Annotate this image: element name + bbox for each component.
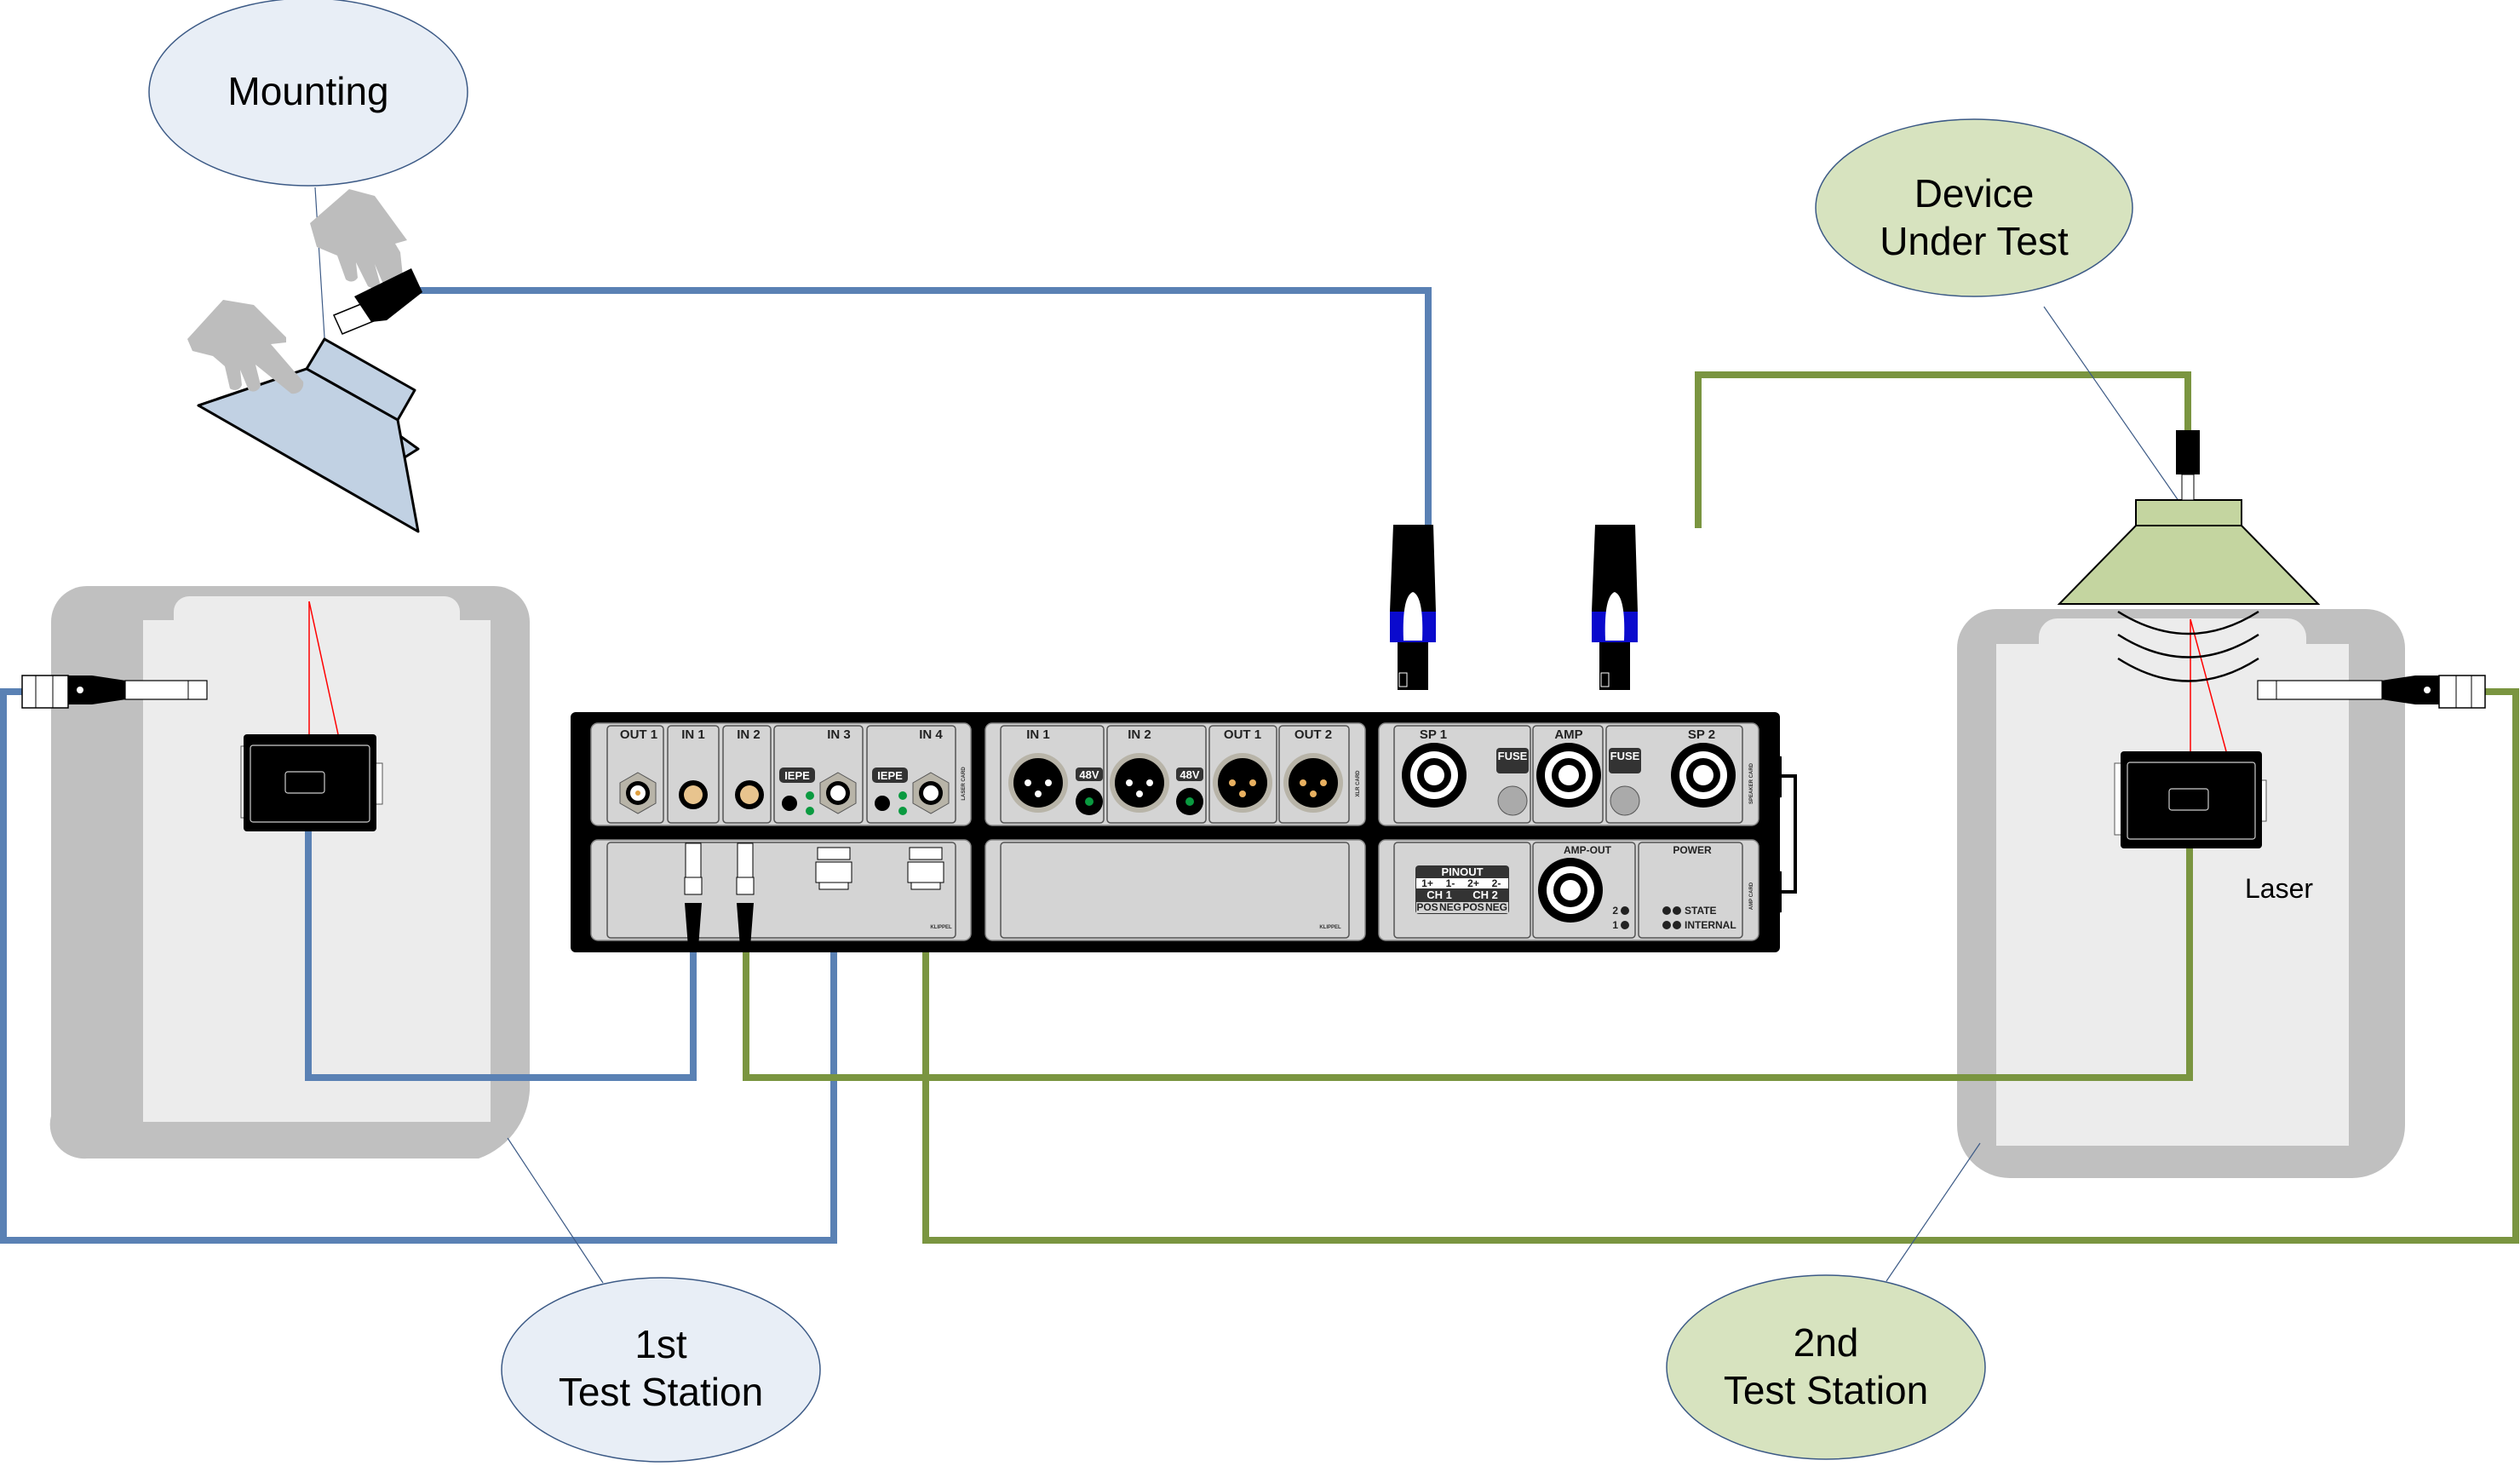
speakon-plug-sp1 — [1390, 525, 1436, 690]
card-side-label: XLR CARD — [1356, 770, 1361, 797]
xlr-card: IN 1 IN 2 OUT 1 OUT 2 48V 48V XLR CARD K… — [984, 722, 1366, 941]
power-indicator-internal: INTERNAL — [1685, 919, 1736, 931]
power-label: POWER — [1673, 844, 1712, 856]
first-test-station — [49, 586, 531, 1159]
laser-label: Laser — [2245, 873, 2313, 904]
svg-text:2-: 2- — [1492, 877, 1501, 889]
speaker-card-slot-label: SP 2 — [1688, 727, 1715, 742]
fuse-label: FUSE — [1498, 750, 1528, 762]
bnc-connector-out1[interactable] — [619, 772, 657, 814]
xlr-card-slot-label: OUT 2 — [1294, 727, 1332, 742]
pinout-table: PINOUT 1+ 1- 2+ 2- CH 1 CH 2 POS NEG POS… — [1415, 865, 1509, 914]
hand-icon — [187, 300, 304, 394]
fuse-label: FUSE — [1610, 750, 1640, 762]
measurement-rack: OUT 1 IN 1 IN 2 IN 3 IN 4 IEPE IEPE — [571, 712, 1780, 952]
cable-microphone2-to-in4 — [922, 688, 2519, 1244]
iepe-badge: IEPE — [877, 769, 903, 782]
laser-card-slot-label: OUT 1 — [620, 727, 657, 742]
svg-text:POS: POS — [1416, 901, 1438, 913]
card-side-label: SPEAKER CARD — [1749, 762, 1754, 804]
brand-logo: KLIPPEL — [1319, 925, 1341, 930]
callout-station1-line2: Test Station — [559, 1370, 763, 1414]
cable-mounting-sensor-to-sp1 — [375, 287, 1432, 528]
speaker-card: SP 1 AMP SP 2 FUSE FUSE SPEAKER CARD — [1378, 722, 1759, 826]
speakon-plug-sp2 — [1592, 525, 1638, 690]
mounting-horn — [197, 337, 420, 533]
svg-text:NEG: NEG — [1439, 901, 1461, 913]
xlr-input-in2[interactable] — [1110, 753, 1169, 813]
xlr-card-slot-label: IN 2 — [1128, 727, 1151, 742]
svg-text:1-: 1- — [1446, 877, 1455, 889]
lemo-plug-in1 — [684, 842, 703, 947]
microphone-1 — [21, 675, 208, 709]
cable-laser1-to-in1 — [305, 831, 697, 1081]
laser-card-slot-label: IN 1 — [681, 727, 705, 742]
callout-device-under-test: Device Under Test — [1815, 118, 2191, 519]
callout-station2-line2: Test Station — [1724, 1368, 1928, 1412]
xlr-output-out2[interactable] — [1283, 753, 1343, 813]
laser-card: OUT 1 IN 1 IN 2 IN 3 IN 4 IEPE IEPE — [590, 722, 972, 826]
amp-out-label: AMP-OUT — [1564, 844, 1612, 856]
amp-card: PINOUT 1+ 1- 2+ 2- CH 1 CH 2 POS NEG POS… — [1378, 839, 1759, 941]
bnc-plug-in4 — [907, 847, 944, 890]
speakon-socket-amp-out[interactable] — [1538, 858, 1603, 923]
speaker-card-slot-label: AMP — [1554, 727, 1582, 742]
card-side-label: AMP CARD — [1749, 882, 1754, 910]
second-test-station — [1957, 609, 2405, 1178]
speaker-card-slot-label: SP 1 — [1420, 727, 1447, 742]
mounting-sensor — [332, 268, 422, 335]
laser-card-slot-label: IN 2 — [737, 727, 761, 742]
callout-first-test-station: 1st Test Station — [501, 1137, 821, 1463]
lemo-connector-in1[interactable] — [679, 780, 708, 809]
callout-dut-line1: Device — [1914, 171, 2035, 216]
callout-dut-line2: Under Test — [1880, 219, 2069, 263]
cable-microphone1-to-in3 — [0, 688, 837, 1244]
bnc-plug-in3 — [815, 847, 852, 890]
lemo-plug-in2 — [736, 842, 755, 947]
svg-text:PINOUT: PINOUT — [1441, 865, 1483, 878]
power-indicator-state: STATE — [1685, 905, 1717, 917]
svg-text:1+: 1+ — [1421, 877, 1433, 889]
svg-text:CH 1: CH 1 — [1426, 888, 1452, 901]
hand-icon — [310, 189, 407, 309]
xlr-input-in1[interactable] — [1008, 753, 1068, 813]
speakon-socket-amp[interactable] — [1536, 743, 1601, 808]
svg-text:NEG: NEG — [1485, 901, 1507, 913]
xlr-output-out1[interactable] — [1213, 753, 1272, 813]
lemo-connector-in2[interactable] — [735, 780, 764, 809]
sound-waves-icon — [2117, 610, 2259, 682]
cable-dut-to-sp2 — [1695, 371, 2191, 528]
callout-second-test-station: 2nd Test Station — [1666, 1142, 1986, 1460]
laser-card-rear: KLIPPEL — [590, 839, 972, 947]
device-under-test-speaker — [2057, 430, 2321, 682]
laser-module-1 — [240, 601, 383, 831]
blue-cables — [0, 287, 1432, 1244]
svg-text:CH 2: CH 2 — [1472, 888, 1498, 901]
callout-station1-line1: 1st — [634, 1322, 687, 1366]
bnc-connector-in4[interactable] — [912, 772, 950, 814]
xlr-card-slot-label: OUT 1 — [1224, 727, 1261, 742]
brand-logo: KLIPPEL — [930, 925, 952, 930]
laser-card-slot-label: IN 3 — [827, 727, 851, 742]
svg-text:POS: POS — [1462, 901, 1484, 913]
callout-station2-line1: 2nd — [1794, 1320, 1859, 1365]
callout-mounting-label: Mounting — [227, 69, 388, 113]
callout-mounting: Mounting — [148, 0, 468, 379]
green-cables — [743, 371, 2519, 1244]
laser-card-slot-label: IN 4 — [919, 727, 943, 742]
iepe-badge: IEPE — [784, 769, 810, 782]
xlr-card-slot-label: IN 1 — [1026, 727, 1050, 742]
cable-laser2-to-in2 — [743, 831, 2193, 1081]
phantom-48v-badge: 48V — [1079, 768, 1099, 781]
speakon-socket-sp2[interactable] — [1671, 743, 1736, 808]
svg-text:2+: 2+ — [1467, 877, 1479, 889]
phantom-48v-badge: 48V — [1180, 768, 1199, 781]
amp-out-indicator: 1 — [1612, 919, 1618, 931]
speakon-socket-sp1[interactable] — [1402, 743, 1467, 808]
microphone-2 — [2257, 675, 2486, 709]
laser-module-2: Laser — [2114, 618, 2313, 904]
bnc-connector-in3[interactable] — [819, 772, 857, 814]
amp-out-indicator: 2 — [1612, 905, 1618, 917]
card-side-label: LASER CARD — [962, 767, 967, 801]
